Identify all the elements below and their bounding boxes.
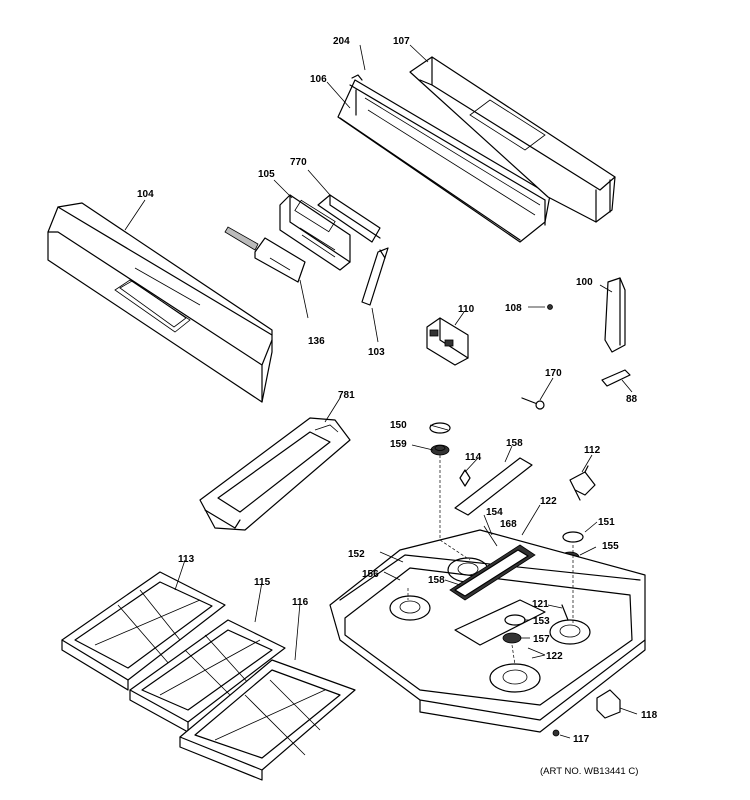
part-100-side-trim: [604, 277, 626, 353]
label-157: 157: [533, 634, 550, 645]
part-106-backsplash-channel: [337, 74, 551, 243]
label-136: 136: [308, 336, 325, 347]
label-104: 104: [137, 189, 154, 200]
part-110-terminal-block: [426, 317, 469, 366]
label-154: 154: [486, 507, 503, 518]
part-103-strip: [361, 247, 389, 306]
label-170: 170: [545, 368, 562, 379]
label-122-top: 122: [540, 496, 557, 507]
label-168: 168: [500, 519, 517, 530]
label-152: 152: [348, 549, 365, 560]
label-100: 100: [576, 277, 593, 288]
part-136-overlay: [224, 226, 306, 283]
part-number-labels: 204 107 106 770 105 104 136 103 110 108 …: [137, 36, 658, 745]
part-112-valve: [569, 465, 596, 501]
label-112: 112: [584, 445, 601, 456]
part-770-bracket: [317, 194, 381, 243]
label-122-bottom: 122: [546, 651, 563, 662]
label-151: 151: [598, 517, 615, 528]
label-88: 88: [626, 394, 638, 405]
label-781: 781: [338, 390, 355, 401]
part-113-grate: [61, 571, 226, 691]
part-88-spacer: [601, 369, 631, 387]
part-107-rear-trim: [409, 56, 616, 223]
label-153: 153: [533, 616, 550, 627]
part-151-burner-cap: [562, 531, 584, 543]
label-158-top: 158: [506, 438, 523, 449]
label-115: 115: [254, 577, 271, 588]
part-121-electrode: [561, 604, 569, 621]
part-117-screw: [552, 729, 560, 737]
part-118-block: [596, 689, 621, 719]
part-115-grate: [129, 619, 286, 733]
label-121: 121: [532, 599, 549, 610]
part-170-bolt: [521, 397, 545, 410]
label-114: 114: [465, 452, 482, 463]
part-158-burner-strip-top: [454, 457, 533, 516]
label-108: 108: [505, 303, 522, 314]
part-108-screw: [547, 304, 553, 310]
label-110: 110: [458, 304, 475, 315]
label-105: 105: [258, 169, 275, 180]
part-158-center-burner: [449, 544, 536, 601]
label-156: 156: [362, 569, 379, 580]
part-153-burner-cap: [504, 614, 526, 626]
label-204: 204: [333, 36, 350, 47]
art-number: (ART NO. WB13441 C): [540, 766, 638, 777]
part-105-control-board: [279, 194, 351, 271]
label-159: 159: [390, 439, 407, 450]
leader-lines: [124, 44, 638, 739]
part-159-burner-head: [430, 444, 450, 456]
label-118: 118: [641, 710, 658, 721]
assembly-dashed-lines: [407, 455, 574, 666]
label-116: 116: [292, 597, 309, 608]
cooktop-main-top: [329, 529, 646, 733]
label-103: 103: [368, 347, 385, 358]
label-117: 117: [573, 734, 590, 745]
part-114-bracket: [459, 469, 471, 487]
label-113: 113: [178, 554, 195, 565]
part-116-grate: [179, 659, 356, 781]
label-107: 107: [393, 36, 410, 47]
label-158-center: 158: [428, 575, 445, 586]
label-150: 150: [390, 420, 407, 431]
label-155: 155: [602, 541, 619, 552]
label-770: 770: [290, 157, 307, 168]
part-104-control-panel: [47, 202, 273, 403]
label-106: 106: [310, 74, 327, 85]
part-157-burner-head: [502, 632, 522, 644]
part-781-griddle: [199, 417, 351, 531]
